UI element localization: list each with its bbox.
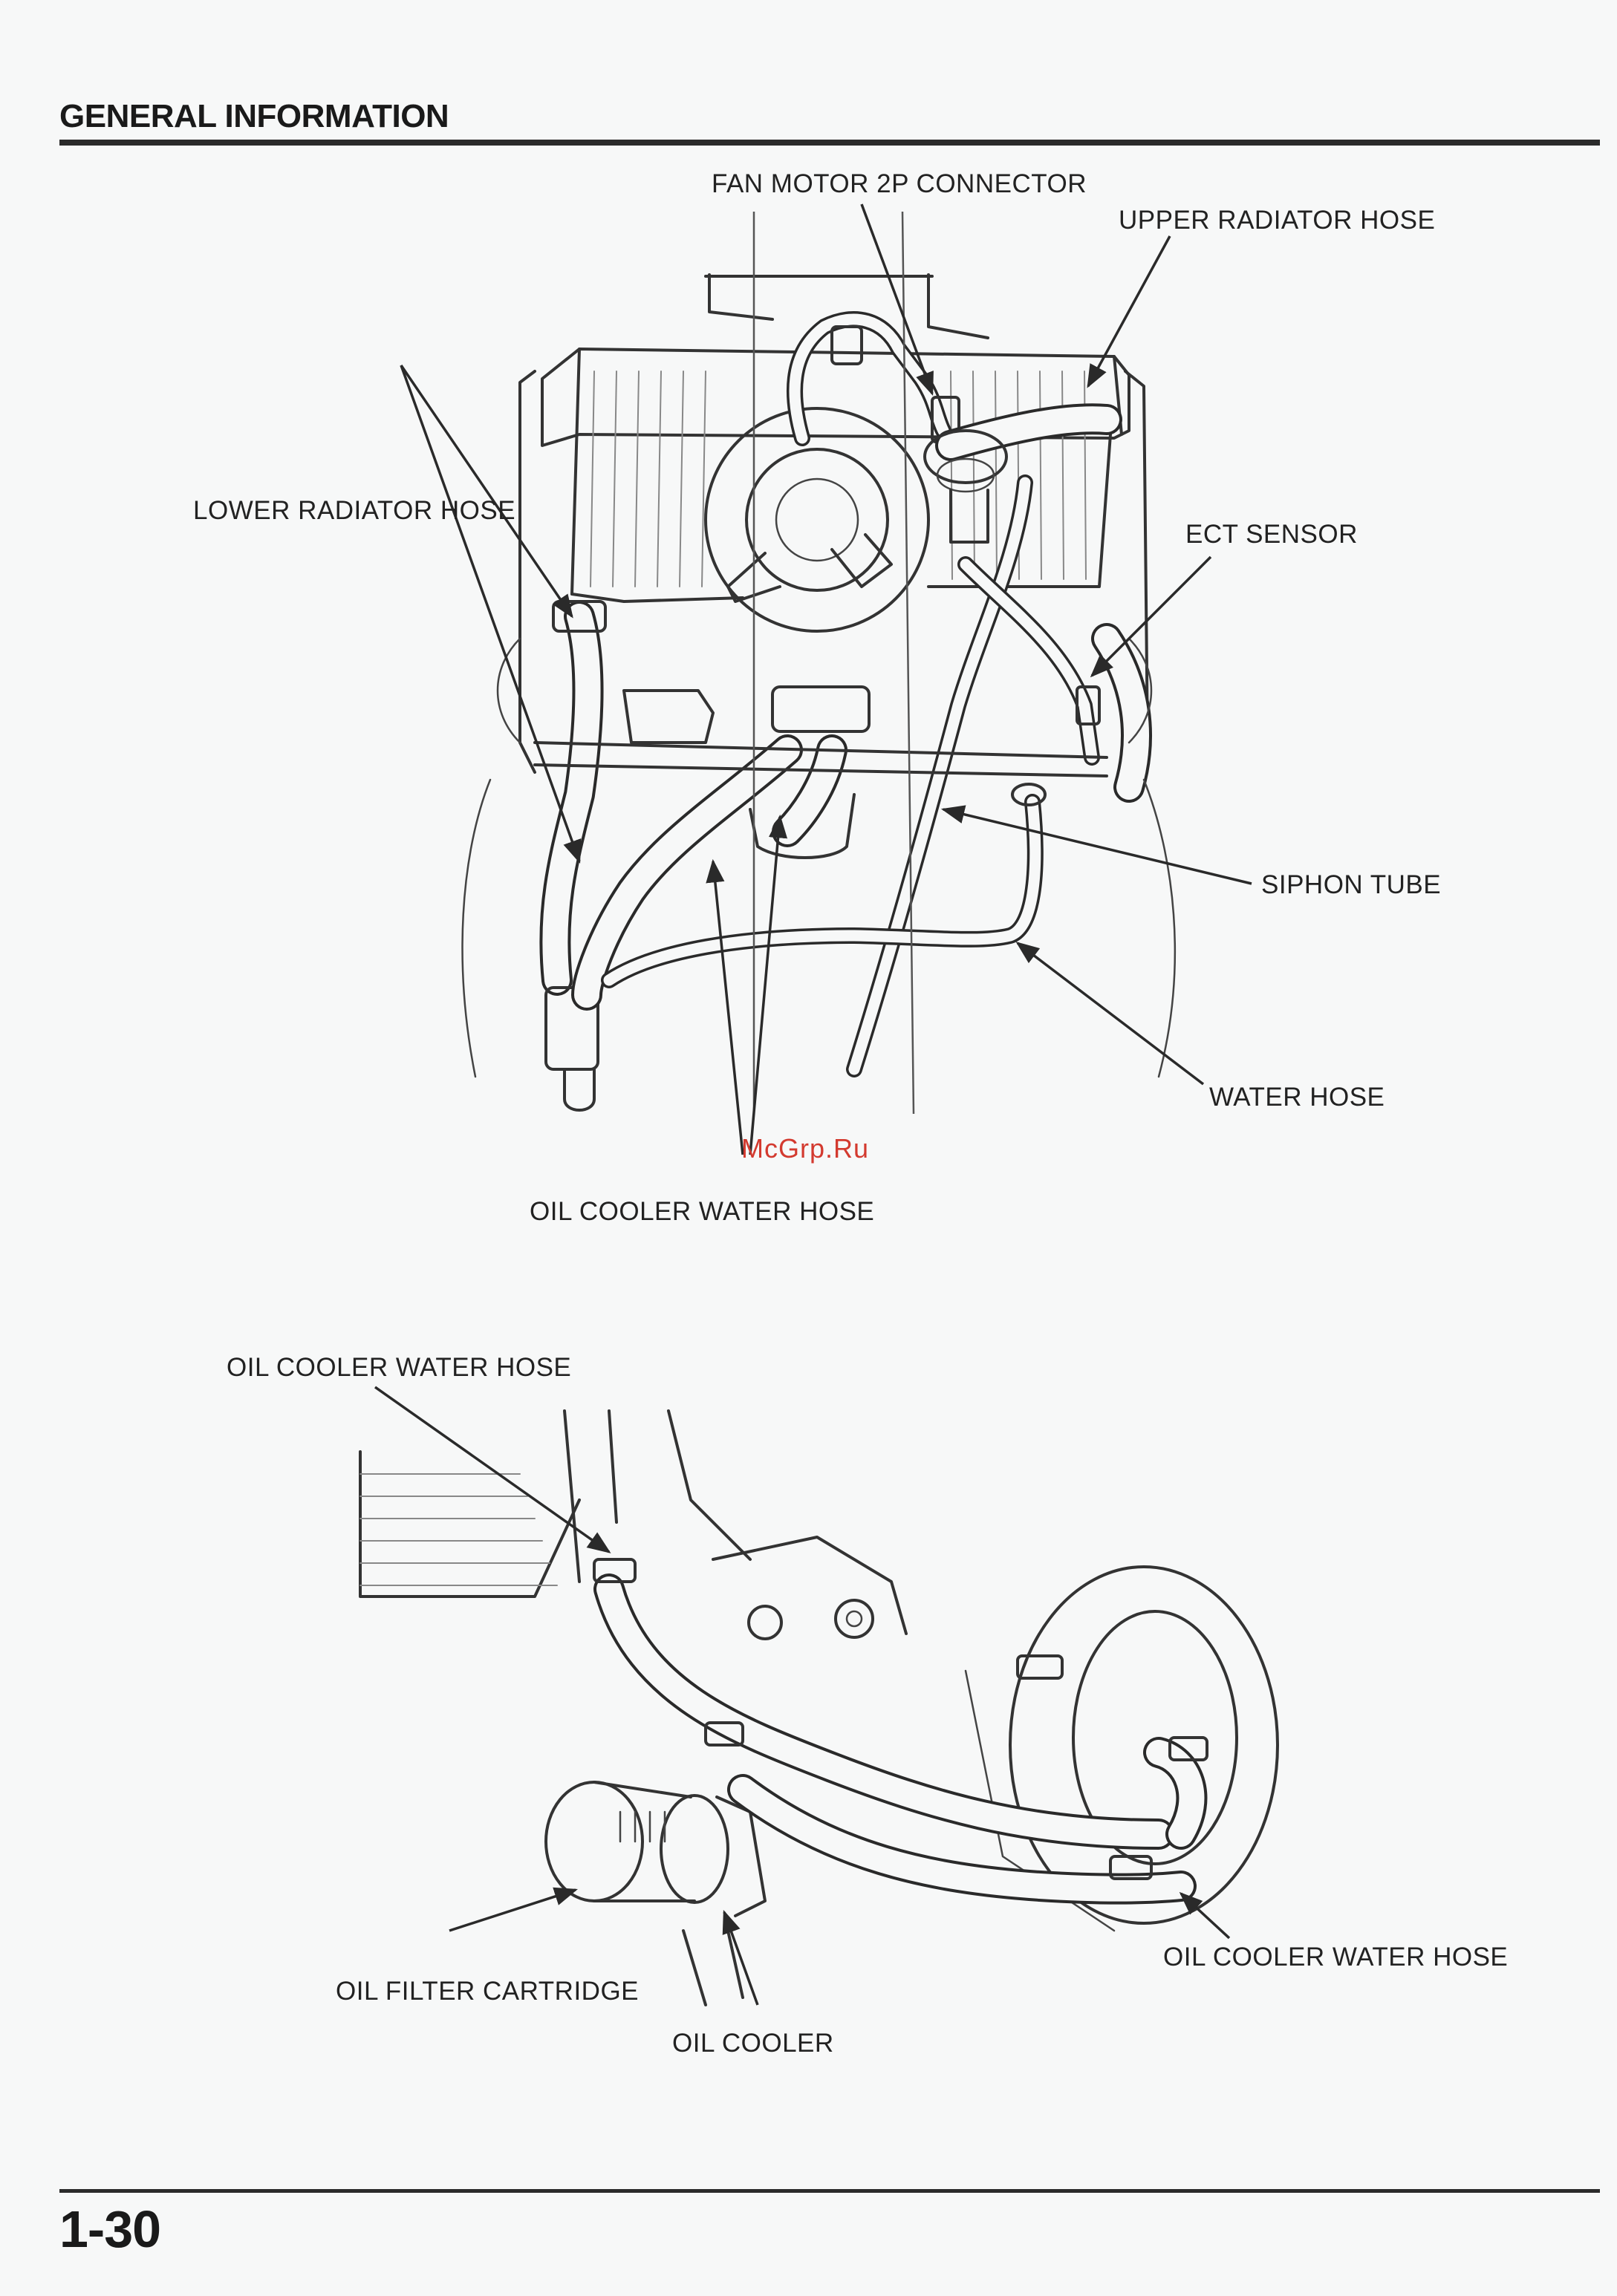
oil-filter-cartridge	[546, 1782, 728, 1902]
label-ect-sensor: ECT SENSOR	[1185, 520, 1358, 549]
label-oil-cooler-water-hose-top: OIL COOLER WATER HOSE	[227, 1353, 571, 1383]
label-siphon-tube: SIPHON TUBE	[1261, 870, 1441, 900]
label-water-hose: WATER HOSE	[1209, 1083, 1385, 1112]
page-number: 1-30	[59, 2199, 160, 2259]
watermark: McGrp.Ru	[741, 1133, 869, 1164]
radiator-assembly	[520, 275, 1148, 772]
label-lower-radiator-hose: LOWER RADIATOR HOSE	[193, 496, 515, 526]
siphon-tube	[854, 483, 1025, 1069]
bottom-illustration	[360, 1387, 1278, 2005]
water-hose	[609, 784, 1045, 980]
label-oil-cooler: OIL COOLER	[672, 2029, 834, 2058]
label-upper-radiator-hose: UPPER RADIATOR HOSE	[1119, 206, 1435, 235]
lower-radiator-hose	[546, 601, 605, 1110]
fan-motor-wiring	[795, 319, 959, 442]
label-oil-cooler-water-hose: OIL COOLER WATER HOSE	[530, 1197, 874, 1227]
label-fan-motor-connector: FAN MOTOR 2P CONNECTOR	[712, 169, 1087, 199]
label-oil-cooler-water-hose-right: OIL COOLER WATER HOSE	[1163, 1943, 1508, 1972]
footer-rule	[59, 2189, 1600, 2193]
label-oil-filter-cartridge: OIL FILTER CARTRIDGE	[336, 1977, 639, 2006]
